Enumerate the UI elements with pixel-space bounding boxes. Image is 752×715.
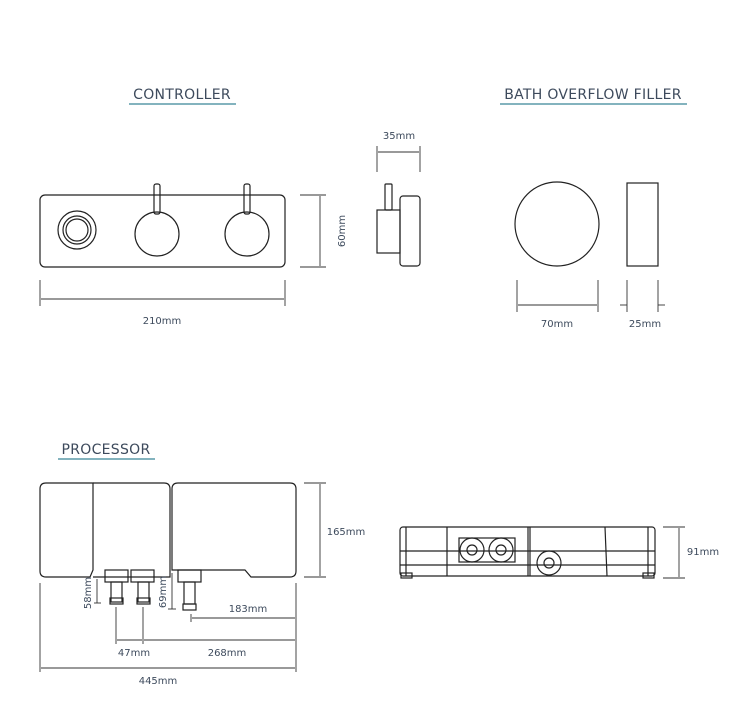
- controller-side-view: 35mm: [376, 131, 421, 267]
- filler-title: BATH OVERFLOW FILLER: [504, 87, 682, 103]
- controller-heading: CONTROLLER: [129, 87, 236, 105]
- pipe-connector: [536, 550, 562, 576]
- processor-heading: PROCESSOR: [58, 442, 155, 460]
- lever-handle: [224, 183, 270, 257]
- outlet-left-drop-label: 58mm: [83, 577, 94, 609]
- outlet-fitting: [177, 569, 202, 611]
- filler-depth-label: 25mm: [629, 319, 661, 330]
- controller-title: CONTROLLER: [133, 87, 231, 103]
- processor-width-label: 445mm: [139, 676, 178, 687]
- processor-bottom-view: 91mm: [399, 526, 719, 579]
- controller-width-label: 210mm: [143, 316, 182, 327]
- filler-drawing: 70mm 25mm: [514, 181, 665, 330]
- controller-depth-label: 35mm: [383, 131, 415, 142]
- outlet-to-edge-label: 268mm: [208, 648, 247, 659]
- processor-front-view: 165mm 58mm 69mm 183mm 47mm 268mm 445mm: [39, 482, 366, 687]
- outlet-fitting: [104, 569, 129, 605]
- push-button-icon: [57, 210, 97, 250]
- filler-diameter-label: 70mm: [541, 319, 573, 330]
- outlet-right-drop-label: 69mm: [158, 576, 169, 608]
- outlet-spacing-label: 47mm: [118, 648, 150, 659]
- outlet-fitting: [130, 569, 155, 605]
- pipe-connector: [488, 537, 514, 563]
- processor-height-label: 165mm: [327, 527, 366, 538]
- right-outlet-to-edge-label: 183mm: [229, 604, 268, 615]
- filler-heading: BATH OVERFLOW FILLER: [500, 87, 687, 105]
- processor-depth-label: 91mm: [687, 547, 719, 558]
- pipe-connector: [459, 537, 485, 563]
- processor-title: PROCESSOR: [61, 442, 150, 458]
- controller-height-label: 60mm: [337, 215, 348, 247]
- controller-front-view: 60mm 210mm: [39, 183, 348, 327]
- lever-handle: [134, 183, 180, 257]
